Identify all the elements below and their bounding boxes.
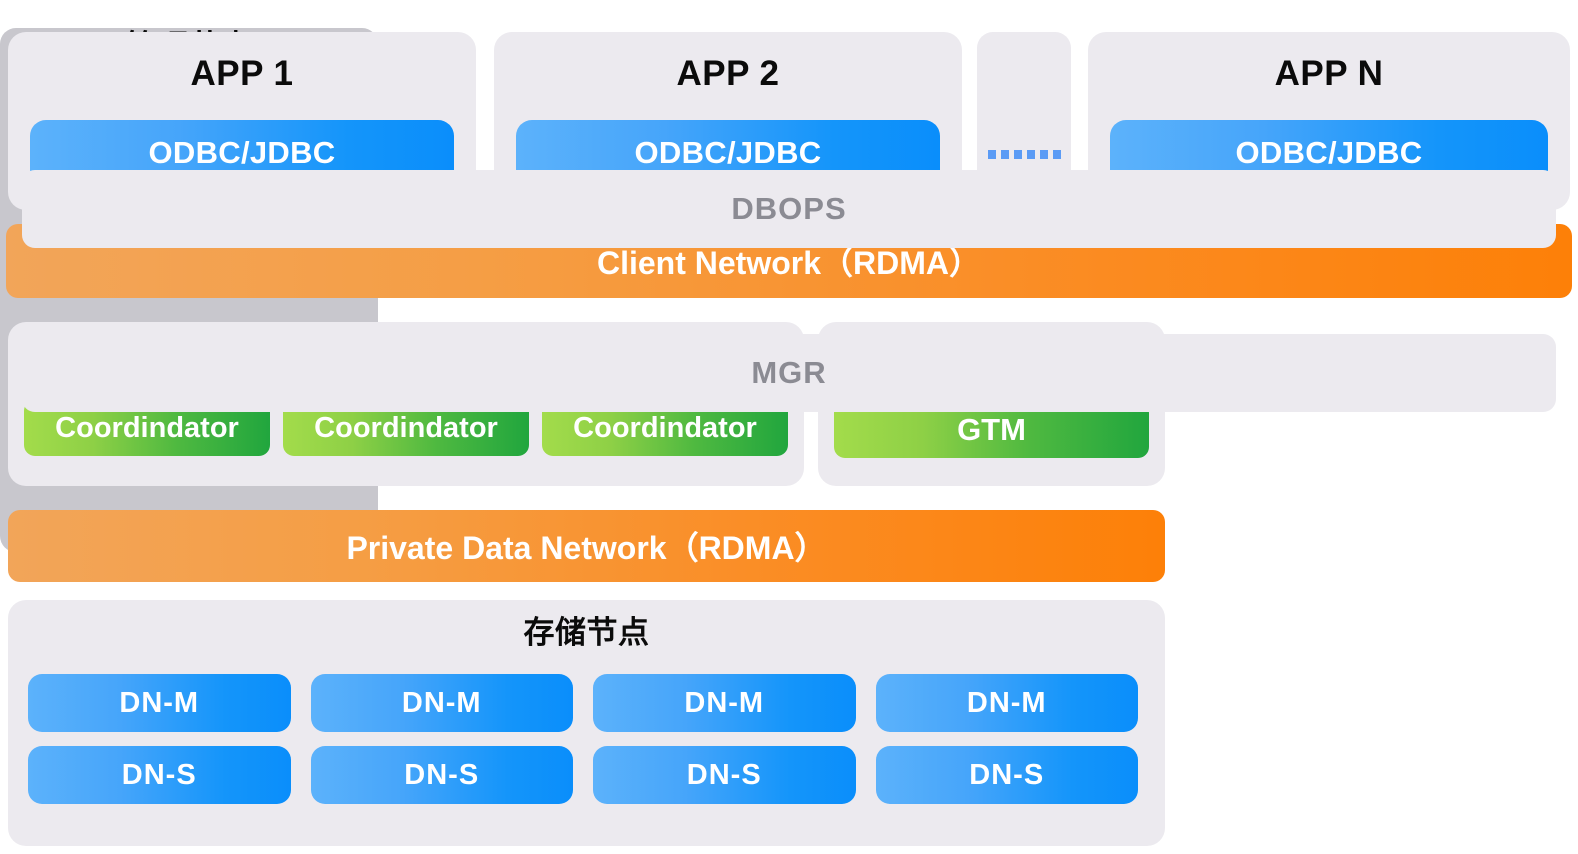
architecture-diagram: APP 1 ODBC/JDBC APP 2 ODBC/JDBC APP N OD…: [0, 28, 1578, 854]
storage-node-standby-2[interactable]: DN-S: [310, 746, 573, 804]
management-item-dbops[interactable]: DBOPS: [22, 170, 1556, 248]
storage-node-master-3[interactable]: DN-M: [593, 674, 856, 732]
horizontal-dots-icon: [977, 150, 1071, 159]
storage-node-grid: DN-M DN-S DN-M DN-S DN-M DN-S DN-M DN-S: [28, 674, 1138, 804]
storage-node-panel: 存储节点 DN-M DN-S DN-M DN-S DN-M DN-S DN-M …: [8, 600, 1165, 846]
storage-group-2: DN-M DN-S: [310, 674, 573, 804]
storage-node-master-1[interactable]: DN-M: [28, 674, 291, 732]
app-card-2-title: APP 2: [676, 54, 780, 93]
storage-group-1: DN-M DN-S: [28, 674, 291, 804]
private-data-network-bar: Private Data Network（RDMA）: [8, 510, 1165, 582]
storage-node-master-4[interactable]: DN-M: [875, 674, 1138, 732]
storage-group-4: DN-M DN-S: [875, 674, 1138, 804]
app-card-1-title: APP 1: [190, 54, 294, 93]
storage-node-standby-3[interactable]: DN-S: [593, 746, 856, 804]
storage-group-3: DN-M DN-S: [593, 674, 856, 804]
storage-node-standby-4[interactable]: DN-S: [875, 746, 1138, 804]
app-card-n-title: APP N: [1274, 54, 1384, 93]
storage-node-master-2[interactable]: DN-M: [310, 674, 573, 732]
storage-node-title: 存储节点: [523, 615, 650, 650]
management-item-mgr[interactable]: MGR: [22, 334, 1556, 412]
storage-node-standby-1[interactable]: DN-S: [28, 746, 291, 804]
